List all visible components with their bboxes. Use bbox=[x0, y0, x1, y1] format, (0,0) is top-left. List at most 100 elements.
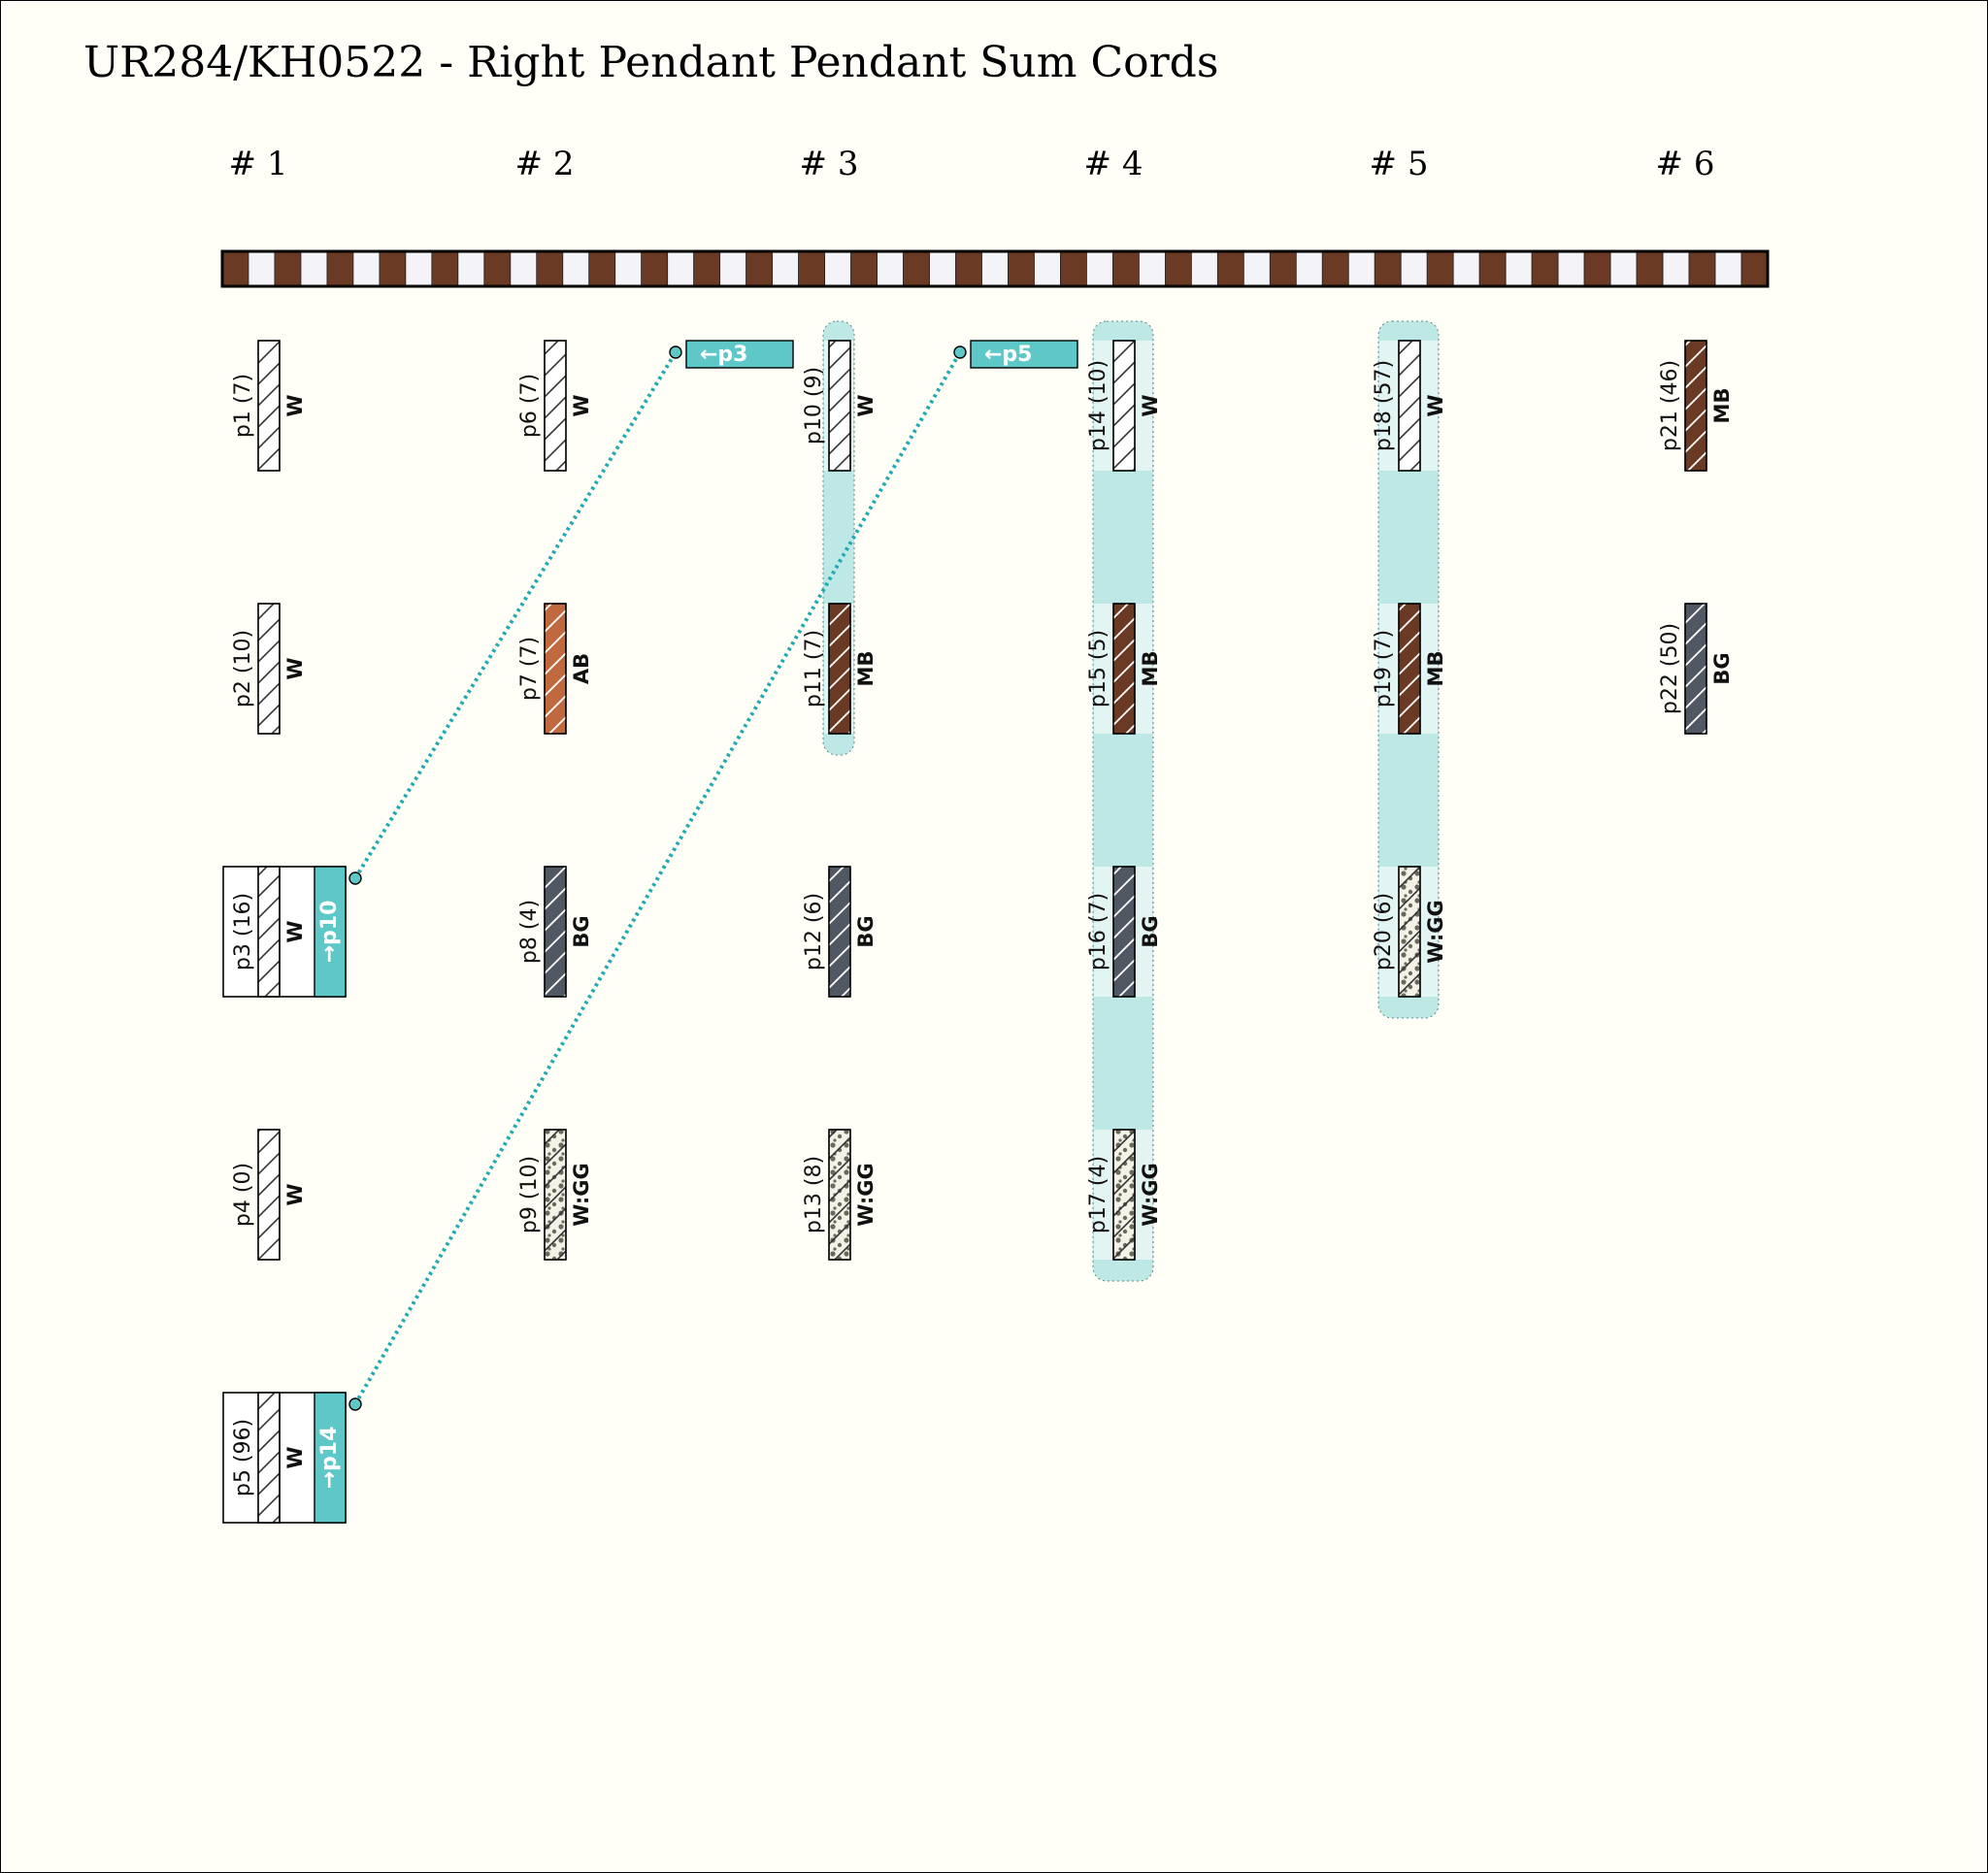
cord-ply-pattern bbox=[1113, 1130, 1135, 1260]
cord-outline bbox=[257, 866, 281, 998]
primary-cord-segment bbox=[929, 250, 956, 287]
primary-cord-segment bbox=[1347, 250, 1375, 287]
primary-cord-segment bbox=[693, 250, 721, 287]
primary-cord-segment bbox=[1557, 250, 1585, 287]
primary-cord-segment bbox=[1190, 250, 1218, 287]
primary-cord-segment bbox=[1060, 250, 1087, 287]
pendant-cord-p10[interactable]: p10 (9)W←p3 bbox=[685, 340, 878, 472]
diagram-title: UR284/KH0522 - Right Pendant Pendant Sum… bbox=[83, 38, 1219, 87]
sum-tag-label: →p10 bbox=[317, 901, 342, 964]
pendant-cord-p16[interactable]: p16 (7)BG bbox=[1086, 866, 1162, 998]
primary-cord-segment bbox=[1164, 250, 1192, 287]
cord-color-code: W:GG bbox=[854, 1163, 878, 1226]
pendant-cord-p17[interactable]: p17 (4)W:GG bbox=[1086, 1129, 1162, 1261]
cord-color-code: BG bbox=[854, 915, 878, 947]
cord-label: p9 (10) bbox=[517, 1156, 542, 1233]
sum-link-p3-p10 bbox=[348, 345, 682, 885]
cord-label: p13 (8) bbox=[802, 1156, 826, 1233]
cord-color-code: W bbox=[283, 657, 307, 679]
cord-color-code: BG bbox=[570, 915, 593, 947]
group-label-4: # 4 bbox=[1083, 145, 1143, 183]
primary-cord-segment bbox=[1139, 250, 1166, 287]
pendant-cord-p9[interactable]: p9 (10)W:GG bbox=[517, 1129, 593, 1261]
cord-color-code: MB bbox=[1139, 651, 1162, 687]
cord-color-code: W bbox=[1424, 394, 1447, 416]
cord-ply-pattern bbox=[1113, 341, 1135, 471]
cord-label: p12 (6) bbox=[802, 893, 826, 970]
pendant-cord-p21[interactable]: p21 (46)MB bbox=[1658, 340, 1734, 472]
pendant-cord-p13[interactable]: p13 (8) W:GG bbox=[802, 1129, 878, 1261]
cord-outline bbox=[257, 1392, 281, 1524]
primary-cord-segment bbox=[1688, 250, 1716, 287]
pendant-cord-p18[interactable]: p18 (57) W bbox=[1372, 340, 1447, 472]
cord-color-code: MB bbox=[854, 651, 878, 687]
cord-label: p7 (7) bbox=[517, 637, 542, 701]
cord-outline bbox=[544, 340, 567, 472]
primary-cord-segment bbox=[746, 250, 774, 287]
primary-cord-segment bbox=[1478, 250, 1507, 287]
cord-color-code: W bbox=[1139, 394, 1162, 416]
cord-outline bbox=[828, 603, 851, 735]
cord-label: p5 (96) bbox=[231, 1419, 255, 1496]
primary-cord-segment bbox=[1008, 250, 1035, 287]
pendant-cord-p2[interactable]: p2 (10)W bbox=[231, 603, 307, 735]
primary-cord-segment bbox=[326, 250, 354, 287]
cord-outline bbox=[1398, 340, 1421, 472]
cord-color-code: W bbox=[570, 394, 593, 416]
sum-target-tag bbox=[685, 340, 794, 369]
cord-label: p18 (57) bbox=[1372, 360, 1396, 451]
cord-label: p15 (5) bbox=[1086, 630, 1110, 707]
pendant-cord-p22[interactable]: p22 (50)BG bbox=[1658, 603, 1734, 735]
cord-outline bbox=[828, 1129, 851, 1261]
cord-label: p22 (50) bbox=[1658, 623, 1682, 714]
pendant-cord-p6[interactable]: p6 (7)W bbox=[517, 340, 593, 472]
cord-ply-pattern bbox=[545, 1130, 566, 1260]
pendant-cord-p20[interactable]: p20 (6)W:GG bbox=[1372, 866, 1447, 998]
primary-cord-segment bbox=[431, 250, 459, 287]
pendant-cord-p14[interactable]: p14 (10)W←p5 bbox=[970, 340, 1162, 472]
sum-link-start-dot bbox=[348, 871, 362, 885]
primary-cord-segment bbox=[379, 250, 407, 287]
cord-color-code: W bbox=[854, 394, 878, 416]
sum-target-tag bbox=[970, 340, 1078, 369]
primary-cord-segment bbox=[1714, 250, 1742, 287]
cord-outline bbox=[257, 340, 281, 472]
cord-outline bbox=[1112, 1129, 1136, 1261]
cord-color-code: W bbox=[283, 1183, 307, 1205]
cord-color-code: AB bbox=[570, 653, 593, 684]
pendant-cord-p8[interactable]: p8 (4) BG bbox=[517, 866, 593, 998]
primary-cord-segment bbox=[1374, 250, 1402, 287]
pendant-cord-p19[interactable]: p19 (7)MB bbox=[1372, 603, 1447, 735]
cord-ply-pattern bbox=[258, 1130, 280, 1260]
cord-outline bbox=[828, 340, 851, 472]
sum-target-label: ←p3 bbox=[700, 343, 748, 367]
primary-cord-segment bbox=[588, 250, 616, 287]
cord-color-code: W bbox=[283, 394, 307, 416]
primary-cord-segment bbox=[1662, 250, 1690, 287]
cord-color-code: BG bbox=[1139, 915, 1162, 947]
cord-outline bbox=[1112, 340, 1136, 472]
sum-target-label: ←p5 bbox=[984, 343, 1033, 367]
cord-outline bbox=[257, 603, 281, 735]
pendant-cord-p15[interactable]: p15 (5) MB bbox=[1086, 603, 1162, 735]
group-label-3: # 3 bbox=[799, 145, 859, 183]
group-label-6: # 6 bbox=[1655, 145, 1715, 183]
primary-cord-segment bbox=[641, 250, 669, 287]
cord-label: p11 (7) bbox=[802, 630, 826, 707]
pendant-cord-p4[interactable]: p4 (0)W bbox=[231, 1129, 307, 1261]
pendant-cord-p12[interactable]: p12 (6) BG bbox=[802, 866, 878, 998]
pendant-cord-p7[interactable]: p7 (7) AB bbox=[517, 603, 593, 735]
cord-ply-pattern bbox=[258, 604, 280, 734]
cord-label: p8 (4) bbox=[517, 900, 542, 964]
primary-cord-outline bbox=[220, 249, 1770, 288]
cord-ply-pattern bbox=[1399, 867, 1420, 997]
cord-label: p3 (16) bbox=[231, 893, 255, 970]
cord-ply-pattern bbox=[545, 341, 566, 471]
pendant-cord-p11[interactable]: p11 (7) MB bbox=[802, 603, 878, 735]
primary-cord-segment bbox=[1740, 250, 1769, 287]
primary-cord-segment bbox=[1531, 250, 1559, 287]
primary-cord-segment bbox=[221, 250, 249, 287]
pendant-cord-p1[interactable]: p1 (7)W bbox=[231, 340, 307, 472]
